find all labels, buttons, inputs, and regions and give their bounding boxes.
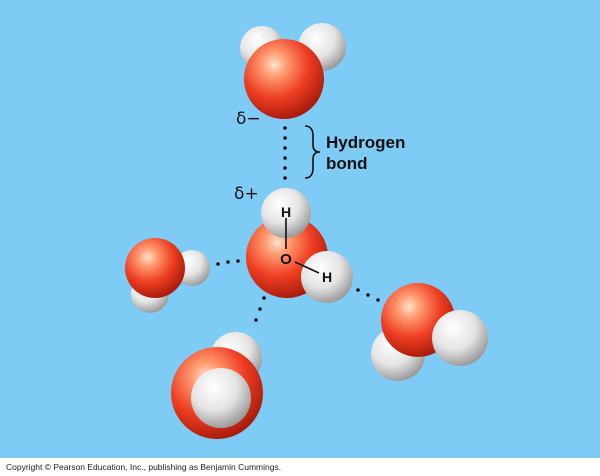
diagram-canvas: H O H δ− δ+ Hydrogen bond bbox=[0, 0, 600, 458]
atom-label-o: O bbox=[280, 251, 292, 268]
water-molecule-top bbox=[240, 23, 346, 119]
water-molecule-bottom bbox=[171, 332, 263, 439]
hydrogen-bond-label-line2: bond bbox=[326, 154, 368, 173]
water-molecule-right bbox=[371, 283, 488, 381]
water-molecule-left bbox=[125, 238, 210, 313]
hydrogen-bond-label-line1: Hydrogen bbox=[326, 133, 405, 152]
atom-label-h-right: H bbox=[322, 269, 332, 285]
hydrogen-bond-bracket bbox=[304, 125, 321, 179]
atom-label-h-top: H bbox=[281, 204, 291, 220]
partial-positive-label: δ+ bbox=[234, 184, 259, 204]
covalent-bond-right bbox=[294, 261, 320, 274]
water-hydrogen-bond-diagram: H O H δ− δ+ Hydrogen bond bbox=[125, 23, 488, 439]
partial-negative-label: δ− bbox=[236, 109, 261, 129]
copyright-notice: Copyright © Pearson Education, Inc., pub… bbox=[6, 462, 282, 472]
water-molecule-center: H O H bbox=[246, 188, 353, 303]
